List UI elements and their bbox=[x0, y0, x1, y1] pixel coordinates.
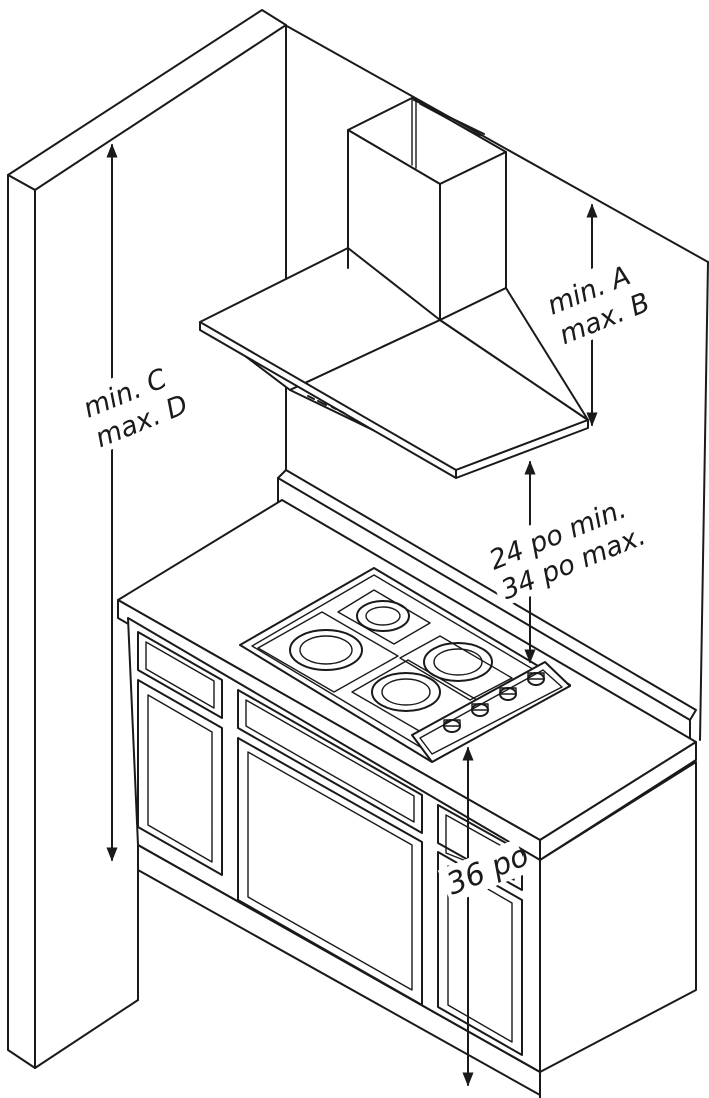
back-wall bbox=[284, 24, 709, 741]
burner-right bbox=[423, 642, 493, 682]
knob-1 bbox=[443, 719, 461, 733]
side-wall bbox=[7, 9, 287, 1069]
cabinet bbox=[127, 617, 697, 1098]
door-left bbox=[137, 679, 223, 876]
knob-3 bbox=[499, 687, 517, 701]
canopy-rim-side bbox=[455, 419, 589, 479]
drawer-middle bbox=[237, 689, 423, 834]
knob-4 bbox=[527, 672, 545, 686]
label-clearance: 24 po min. 34 po max. bbox=[477, 482, 661, 608]
canopy-right bbox=[439, 287, 589, 421]
door-middle bbox=[237, 737, 423, 1006]
control-panel bbox=[411, 661, 571, 763]
label-hood: min. A max. B bbox=[535, 253, 654, 353]
burner-rear-left bbox=[289, 629, 363, 671]
burner-rear-small bbox=[356, 600, 410, 632]
cooktop bbox=[239, 567, 571, 763]
label-ceiling: min. C max. D bbox=[71, 353, 199, 456]
range-hood bbox=[199, 97, 589, 479]
burner-front bbox=[371, 672, 441, 712]
drawer-left bbox=[137, 631, 223, 719]
knob-2 bbox=[471, 703, 489, 717]
drawer-right bbox=[437, 804, 523, 891]
